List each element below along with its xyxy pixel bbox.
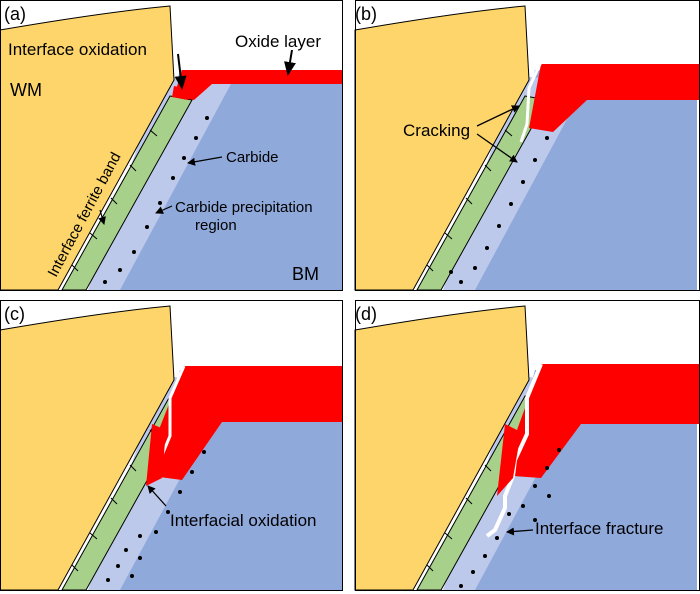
panel-a: (a) WM BM Interface oxidation Oxide laye… [0,4,343,291]
cracking-label: Cracking [403,121,470,140]
panel-c-label: (c) [4,304,25,324]
oxide-layer-label: Oxide layer [235,32,321,51]
interface-oxidation-label: Interface oxidation [8,40,147,59]
carbide-label: Carbide [226,149,279,166]
carbide-precipitation-label-1: Carbide precipitation [175,199,313,216]
carbide-dots [103,116,209,284]
panel-d: (d) Interface fracture [354,304,699,591]
carbide-dots [459,448,561,588]
wm-label: WM [10,80,42,100]
panel-d-label: (d) [355,304,377,324]
panel-a-label: (a) [4,4,26,24]
carbide-dots [449,136,549,284]
panel-b-label: (b) [355,4,377,24]
interface-fracture-label: Interface fracture [535,519,664,538]
interfacial-oxidation-label: Interfacial oxidation [170,511,316,530]
bm-label: BM [292,264,319,284]
panel-c: (c) Interfacial oxidation [0,304,343,591]
carbide-precipitation-label-2: region [195,217,237,234]
carbide-dots [106,450,206,582]
panel-b: (b) Cracking [354,4,699,291]
